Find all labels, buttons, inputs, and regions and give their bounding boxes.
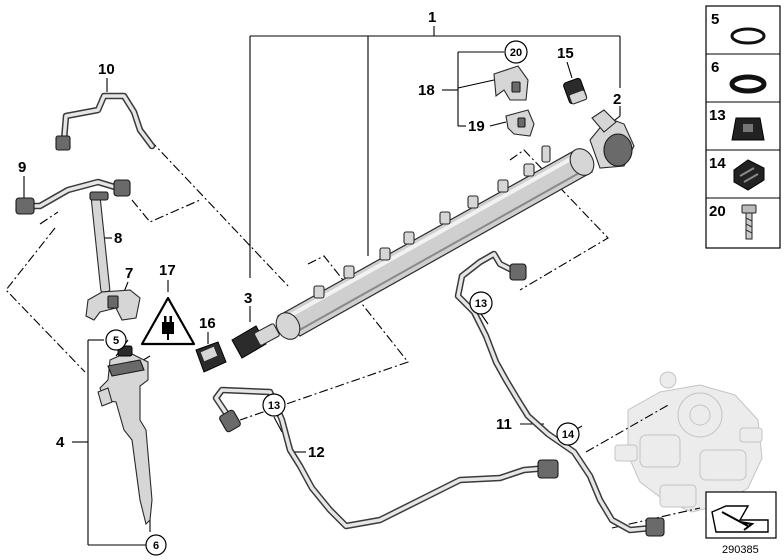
circled-callout-6: 6 [145,534,167,556]
bolt-icon [741,204,757,240]
pipe-clip-icon [733,159,765,191]
svg-text:5: 5 [113,335,119,347]
svg-text:20: 20 [510,47,522,59]
rubber-grommet-icon [731,117,765,141]
svg-text:13: 13 [268,400,280,412]
circled-callouts: 5 6 13 13 14 20 [105,40,580,556]
clamp-18 [493,65,529,101]
arrow-symbol-icon [705,491,777,539]
high-pressure-pump-ghost [614,371,763,513]
callout-10: 10 [98,61,115,78]
legend-item-5: 5 [711,11,766,45]
pressure-valve-2 [589,109,635,169]
callout-19: 19 [468,118,485,135]
callout-17: 17 [159,262,176,279]
pipe-11 [454,250,665,537]
leader-lines [23,26,621,546]
svg-text:6: 6 [711,59,719,76]
legend-item-13: 13 [709,107,765,141]
legend-item-6: 6 [711,59,767,94]
fuel-rail-1 [275,145,595,340]
callout-8: 8 [114,230,122,247]
parts-legend: 5 6 13 14 20 [705,5,781,249]
svg-text:13: 13 [709,107,726,124]
seal-15 [563,77,588,105]
svg-text:6: 6 [153,540,159,552]
svg-text:20: 20 [709,203,726,220]
svg-text:14: 14 [562,429,575,441]
plug-16 [195,341,227,373]
callout-16: 16 [199,315,216,332]
svg-text:14: 14 [709,155,726,172]
callout-7: 7 [125,265,133,282]
clamp-7 [85,289,141,321]
callout-1: 1 [428,9,436,26]
legend-item-20: 20 [709,203,757,240]
pipe-10 [55,92,156,151]
clamp-19 [505,109,535,137]
circled-callout-5: 5 [105,329,127,351]
pipe-12 [212,386,559,530]
injector-4 [97,345,153,526]
callout-11: 11 [496,416,512,433]
callout-2: 2 [613,91,621,108]
callout-18: 18 [418,82,435,99]
callout-9: 9 [18,159,26,176]
pipe-9 [15,178,131,215]
pressure-sensor-3 [231,323,280,359]
circled-callout-13-upper: 13 [469,291,493,315]
circled-callout-13-lower: 13 [262,393,286,417]
callout-labels: 1 2 3 4 7 8 9 10 11 12 15 16 17 18 19 [18,9,621,461]
circled-callout-20: 20 [504,40,528,64]
svg-text:13: 13 [475,298,487,310]
clamp-bolt-8 [89,191,111,293]
o-ring-thick-icon [729,74,767,94]
svg-text:5: 5 [711,11,719,28]
legend-item-14: 14 [709,155,765,191]
callout-15: 15 [557,45,574,62]
callout-12: 12 [308,444,325,461]
callout-4: 4 [56,434,65,451]
callout-3: 3 [244,290,252,307]
warning-triangle-plug-icon [140,296,196,346]
circled-callout-14: 14 [556,422,580,446]
assembly-lines [5,139,701,529]
o-ring-thin-icon [730,27,766,45]
reference-number: 290385 [722,544,759,556]
